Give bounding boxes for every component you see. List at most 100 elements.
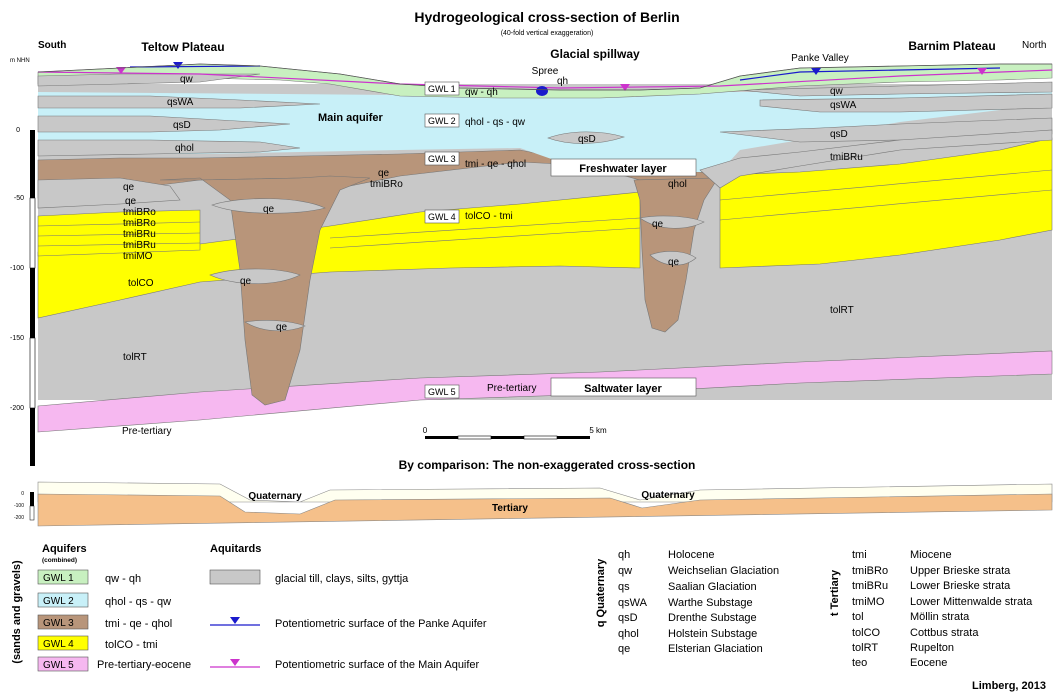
- aquifer-tag: GWL 1: [43, 573, 74, 584]
- label-qe: qe: [276, 322, 288, 333]
- gwl-tag-5: GWL 5 Pre-tertiary: [424, 383, 536, 399]
- glossary-name: Miocene: [910, 549, 952, 561]
- direction-north: North: [1022, 40, 1046, 51]
- glossary-code: qh: [618, 549, 630, 561]
- label-qhol: qhol: [668, 179, 687, 190]
- main-aquifer-marker: [620, 84, 630, 91]
- scale-segment: [29, 197, 36, 269]
- qsWA-lens-south: [37, 95, 321, 109]
- label-qe: qe: [125, 196, 137, 207]
- glossary-name: Rupelton: [910, 642, 954, 654]
- gwl-tag-label: GWL 2: [428, 116, 456, 126]
- aquitard-text: glacial till, clays, silts, gyttja: [275, 573, 409, 585]
- aquifer-legend-item: GWL 5 Pre-tertiary-eocene: [37, 656, 191, 672]
- gwl-tag-box: [424, 209, 460, 224]
- freshwater-box: [550, 158, 697, 177]
- axis-tick: -200: [10, 405, 24, 412]
- scale-bar-start: 0: [423, 426, 428, 435]
- tertiary-aquifer-south: [37, 191, 641, 319]
- axis-tick: -150: [10, 335, 24, 342]
- aquifer-tag: GWL 3: [43, 618, 74, 629]
- aquifer-legend-item: GWL 2 qhol - qs - qw: [37, 592, 171, 608]
- glossary-name: Lower Mittenwalde strata: [910, 596, 1033, 608]
- label-qh: qh: [557, 76, 568, 87]
- panke-legend-marker: [230, 617, 240, 624]
- qe-lens: [211, 198, 326, 214]
- gwl-tag-box: [424, 113, 460, 128]
- qe-lens: [209, 268, 301, 284]
- main-aquifer-marker: [116, 67, 126, 74]
- scale-bar-segment: [557, 436, 590, 439]
- aquifers-subtitle: (combined): [42, 557, 77, 564]
- glossary-code: tmiBRo: [852, 565, 888, 577]
- glossary-name: Saalian Glaciation: [668, 581, 757, 593]
- gwl-tag-box: [424, 384, 460, 399]
- label-main-aquifer: Main aquifer: [318, 112, 384, 124]
- spree-river-icon: [536, 86, 548, 96]
- aquifer-swatch: [37, 635, 89, 651]
- tmi-sublayers-south: [37, 209, 201, 257]
- label-qe: qe: [263, 204, 275, 215]
- aquifer-text: qhol - qs - qw: [105, 596, 171, 608]
- comparison-title: By comparison: The non-exaggerated cross…: [399, 458, 696, 472]
- glossary-code: tmiBRu: [852, 580, 888, 592]
- main-cross-section: [29, 62, 1053, 466]
- qsWA-layer-upper: [739, 81, 1053, 97]
- aquitards-title: Aquitards: [210, 543, 261, 555]
- label-qsD: qsD: [830, 129, 848, 140]
- label-tmiBRo: tmiBRo: [123, 207, 156, 218]
- qe-lens: [639, 215, 705, 229]
- label-qw: qw: [180, 74, 194, 85]
- region-spillway: Glacial spillway: [550, 47, 640, 61]
- layer-boundary: [37, 232, 201, 237]
- aquifer-tag: GWL 4: [43, 639, 74, 650]
- aquitard-swatch: [209, 569, 261, 585]
- comparison-quaternary-label: Quaternary: [641, 490, 695, 501]
- glossary-code: qsWA: [618, 597, 648, 609]
- tertiary-title: t Tertiary: [829, 569, 841, 616]
- axis-tick: -50: [14, 195, 24, 202]
- glossary-code: tmi: [852, 549, 867, 561]
- glossary-code: tol: [852, 611, 864, 623]
- layer-boundary: [719, 189, 1053, 221]
- label-tmiBRu: tmiBRu: [123, 240, 156, 251]
- quaternary-glossary: qh Holocene qw Weichselian Glaciation qs…: [618, 549, 779, 655]
- main-aquifer-marker: [977, 68, 987, 75]
- elevation-scale: [29, 130, 36, 466]
- scale-bar-segment: [457, 435, 492, 440]
- qe-south-upper: [37, 177, 181, 209]
- scale-bar-end: 5 km: [589, 426, 607, 435]
- region-barnim: Barnim Plateau: [908, 39, 995, 53]
- layer-boundary: [719, 169, 1053, 201]
- glossary-code: tmiMO: [852, 596, 885, 608]
- label-qe: qe: [378, 168, 390, 179]
- figure-subtitle: (40-fold vertical exaggeration): [501, 30, 594, 37]
- scale-segment: [30, 408, 35, 466]
- layer-boundary: [37, 242, 201, 247]
- gwl-tag-2: GWL 2 qhol - qs - qw: [424, 113, 526, 128]
- label-tolCO: tolCO: [128, 278, 154, 289]
- label-tolRT: tolRT: [830, 305, 854, 316]
- label-qe: qe: [240, 276, 252, 287]
- glossary-code: qw: [618, 565, 632, 577]
- gwl-tag-text: tmi - qe - qhol: [465, 159, 526, 170]
- saltwater-box: [550, 377, 697, 397]
- label-qsD: qsD: [173, 120, 191, 131]
- freshwater-label: Freshwater layer: [579, 163, 667, 175]
- gwl-tag-label: GWL 1: [428, 84, 456, 94]
- gwl-tag-label: GWL 3: [428, 154, 456, 164]
- comparison-scale-segment: [30, 492, 34, 506]
- aquifer-swatch: [37, 614, 89, 630]
- gwl-tag-4: GWL 4 tolCO - tmi: [424, 209, 513, 224]
- gwl-tag-box: [424, 81, 460, 96]
- aquifer-text: qw - qh: [105, 573, 141, 585]
- surface-outline: [37, 63, 1052, 91]
- aquifers-title: Aquifers: [42, 543, 87, 555]
- aquifer-tag: GWL 5: [43, 660, 74, 671]
- panke-aquifer-potentiometric-line-south: [129, 65, 261, 68]
- label-qsWA: qsWA: [830, 100, 857, 111]
- scale-bar: 0 5 km: [423, 426, 607, 440]
- glossary-name: Holocene: [668, 549, 714, 561]
- tertiary-aquifer-north: [719, 137, 1053, 269]
